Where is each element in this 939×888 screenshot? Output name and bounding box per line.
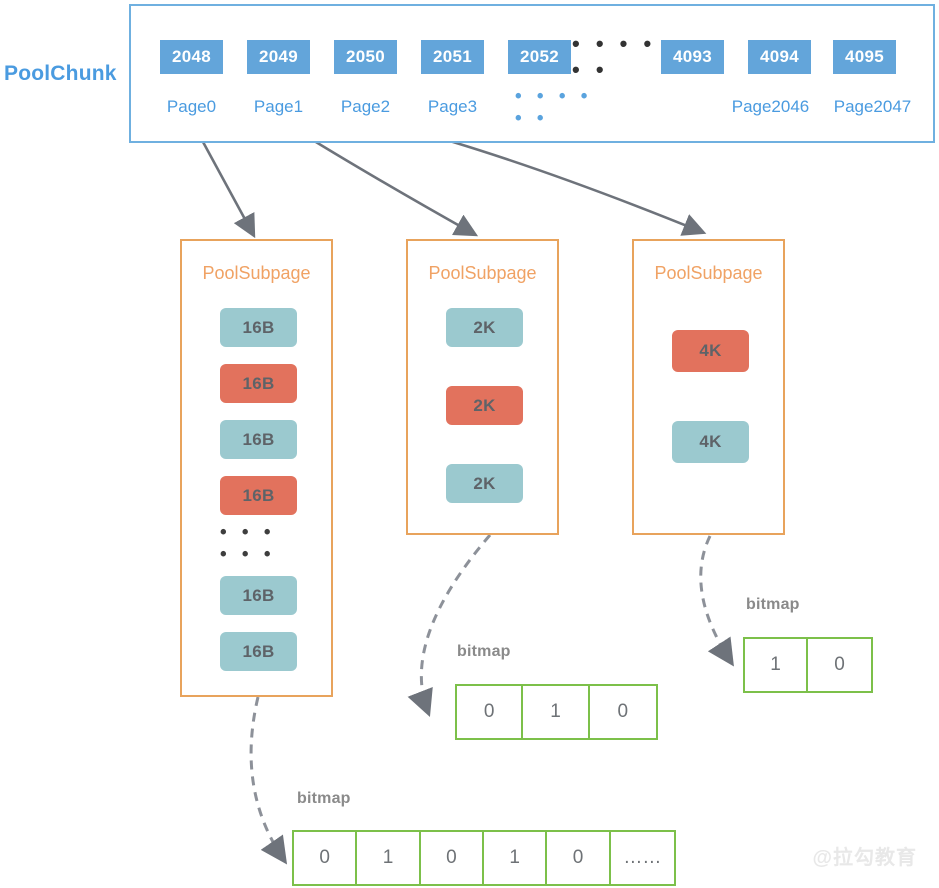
bitmap-2-cell-1[interactable]: 1 [523, 686, 590, 738]
bitmap-3[interactable]: 1 0 [743, 637, 873, 693]
bitmap-1-cell-2[interactable]: 0 [421, 832, 485, 884]
poolsubpage-1-block-3[interactable]: 16B [220, 476, 297, 515]
poolsubpage-1[interactable]: PoolSubpage 16B 16B 16B 16B • • • • • • … [180, 239, 333, 697]
chunk-cell-4094[interactable]: 4094 [748, 40, 811, 74]
chunk-cell-2052[interactable]: 2052 [508, 40, 571, 74]
chunk-page-label-3: Page3 [427, 97, 478, 116]
bitmap-1-cell-0[interactable]: 0 [294, 832, 358, 884]
poolsubpage-1-ellipsis: • • • • • • [220, 522, 276, 565]
chunk-page-label-2046: Page2046 [731, 97, 810, 116]
bitmap-3-label: bitmap [746, 596, 800, 613]
bitmap-1-cell-1[interactable]: 1 [357, 832, 421, 884]
bitmap-1-label: bitmap [297, 790, 351, 807]
poolsubpage-2-block-1[interactable]: 2K [446, 386, 523, 425]
bitmap-3-cell-1[interactable]: 0 [834, 654, 845, 675]
poolsubpage-3[interactable]: PoolSubpage 4K 4K [632, 239, 785, 535]
arrow-subpage1-to-bitmap1 [249, 696, 288, 865]
poolsubpage-2-block-0[interactable]: 2K [446, 308, 523, 347]
chunk-cell-2051[interactable]: 2051 [421, 40, 484, 74]
poolsubpage-1-block-1[interactable]: 16B [220, 364, 297, 403]
poolsubpage-3-title: PoolSubpage [654, 263, 763, 283]
chunk-page-label-2047: Page2047 [833, 97, 912, 116]
bitmap-1-cell-3[interactable]: 1 [484, 832, 548, 884]
chunk-page-label-1: Page1 [253, 97, 304, 116]
bitmap-2-label: bitmap [457, 643, 511, 660]
arrow-subpage3-to-bitmap3 [699, 535, 734, 667]
bitmap-2-cell-0[interactable]: 0 [457, 686, 524, 738]
bitmap-1-cell-5[interactable]: …… [623, 847, 662, 868]
poolsubpage-1-block-2[interactable]: 16B [220, 420, 297, 459]
chunk-cell-4095[interactable]: 4095 [833, 40, 896, 74]
poolsubpage-2[interactable]: PoolSubpage 2K 2K 2K [406, 239, 559, 535]
chunk-cell-2049[interactable]: 2049 [247, 40, 310, 74]
poolsubpage-1-block-5[interactable]: 16B [220, 632, 297, 671]
bitmap-1[interactable]: 0 1 0 1 0 …… [292, 830, 676, 886]
bitmap-3-cell-0[interactable]: 1 [745, 639, 809, 691]
poolsubpage-1-title: PoolSubpage [202, 263, 311, 283]
poolsubpage-2-title: PoolSubpage [428, 263, 537, 283]
poolsubpage-1-block-4[interactable]: 16B [220, 576, 297, 615]
chunk-cells-ellipsis: • • • • • • [572, 31, 662, 82]
poolsubpage-2-block-2[interactable]: 2K [446, 464, 523, 503]
chunk-cell-2048[interactable]: 2048 [160, 40, 223, 74]
poolsubpage-1-block-0[interactable]: 16B [220, 308, 297, 347]
poolsubpage-3-block-1[interactable]: 4K [672, 421, 749, 463]
chunk-cell-2050[interactable]: 2050 [334, 40, 397, 74]
chunk-page-label-0: Page0 [166, 97, 217, 116]
bitmap-2-cell-2[interactable]: 0 [617, 701, 629, 722]
poolchunk-label: PoolChunk [4, 62, 117, 85]
chunk-page-label-2: Page2 [340, 97, 391, 116]
bitmap-2[interactable]: 0 1 0 [455, 684, 658, 740]
bitmap-1-cell-4[interactable]: 0 [547, 832, 611, 884]
chunk-cell-4093[interactable]: 4093 [661, 40, 724, 74]
poolsubpage-3-block-0[interactable]: 4K [672, 330, 749, 372]
chunk-pages-ellipsis: • • • • • • [515, 86, 605, 129]
watermark: @拉勾教育 [812, 847, 917, 869]
